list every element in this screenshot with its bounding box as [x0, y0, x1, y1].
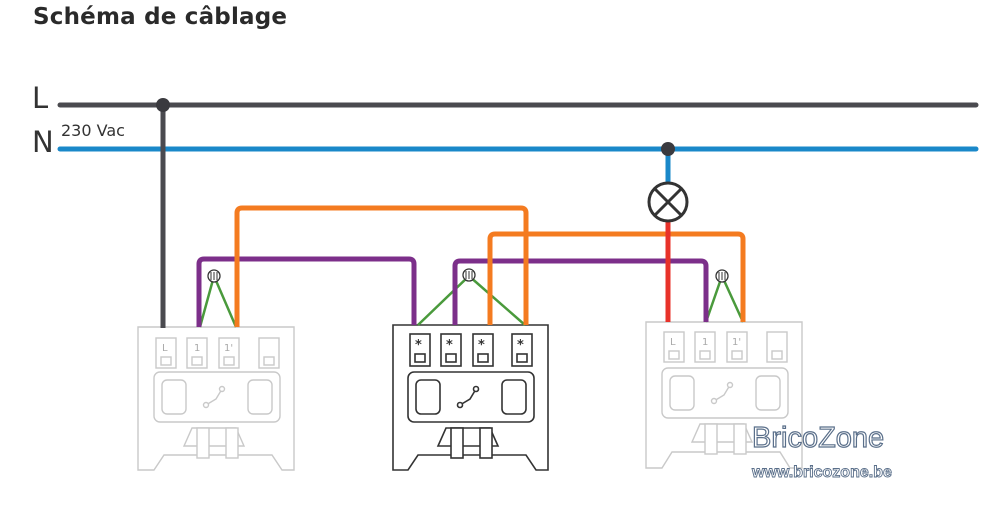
traveler-purple-1	[196, 256, 417, 327]
earth-wire-right	[704, 272, 745, 323]
live-label: L	[32, 81, 48, 115]
earth-wire-left	[198, 272, 238, 328]
switch-middle-terminal-3: *	[478, 338, 485, 353]
page-title: Schéma de câblage	[33, 4, 288, 30]
switch-right	[645, 321, 803, 469]
watermark-url: www.bricozone.be	[751, 464, 892, 481]
switch-middle	[392, 324, 549, 471]
switch-right-terminal-1prime: 1'	[732, 337, 741, 348]
traveler-orange-2	[487, 231, 746, 325]
switch-left-terminal-1prime: 1'	[224, 343, 233, 354]
switch-middle-terminal-4: *	[517, 338, 524, 353]
switch-right-terminal-l: L	[670, 337, 676, 348]
earth-terminal-left-icon	[207, 269, 221, 283]
voltage-label: 230 Vac	[61, 121, 125, 140]
switch-left	[137, 326, 295, 471]
watermark-brand: BricoZone	[752, 422, 884, 454]
traveler-purple-2	[452, 258, 709, 325]
switch-middle-terminal-1: *	[415, 338, 422, 353]
lamp-icon	[647, 181, 689, 223]
earth-wire-middle	[417, 274, 526, 326]
earth-terminal-right-icon	[715, 269, 729, 283]
switch-right-terminal-1: 1	[702, 337, 708, 348]
traveler-orange-1	[234, 205, 529, 327]
switch-middle-terminal-2: *	[446, 338, 453, 353]
neutral-junction-dot	[661, 142, 675, 156]
switch-left-terminal-1: 1	[194, 343, 200, 354]
earth-terminal-middle-icon	[462, 268, 476, 282]
switch-left-terminal-l: L	[162, 343, 168, 354]
neutral-label: N	[32, 125, 54, 159]
live-junction-dot	[156, 98, 170, 112]
